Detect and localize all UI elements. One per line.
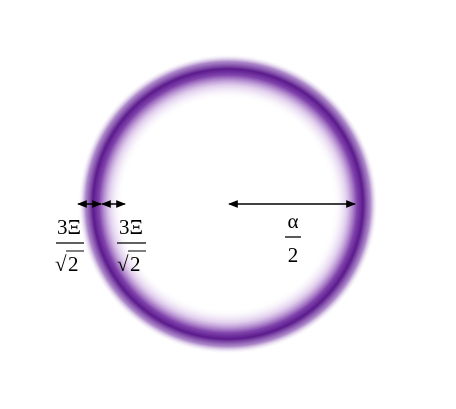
right-width-numerator: 3Ξ bbox=[119, 215, 143, 239]
radius-denominator: 2 bbox=[288, 243, 299, 267]
right-width-denominator: 2 bbox=[130, 252, 141, 276]
right-width-radical: √ bbox=[117, 252, 129, 276]
ring bbox=[78, 54, 378, 354]
left-width-denominator: 2 bbox=[68, 252, 79, 276]
radius-numerator: α bbox=[287, 209, 298, 233]
left-width-numerator: 3Ξ bbox=[57, 215, 81, 239]
radius-label: α 2 bbox=[285, 209, 301, 267]
right-width-label: 3Ξ √ 2 bbox=[117, 215, 146, 276]
left-width-radical: √ bbox=[55, 252, 67, 276]
left-width-label: 3Ξ √ 2 bbox=[55, 215, 84, 276]
